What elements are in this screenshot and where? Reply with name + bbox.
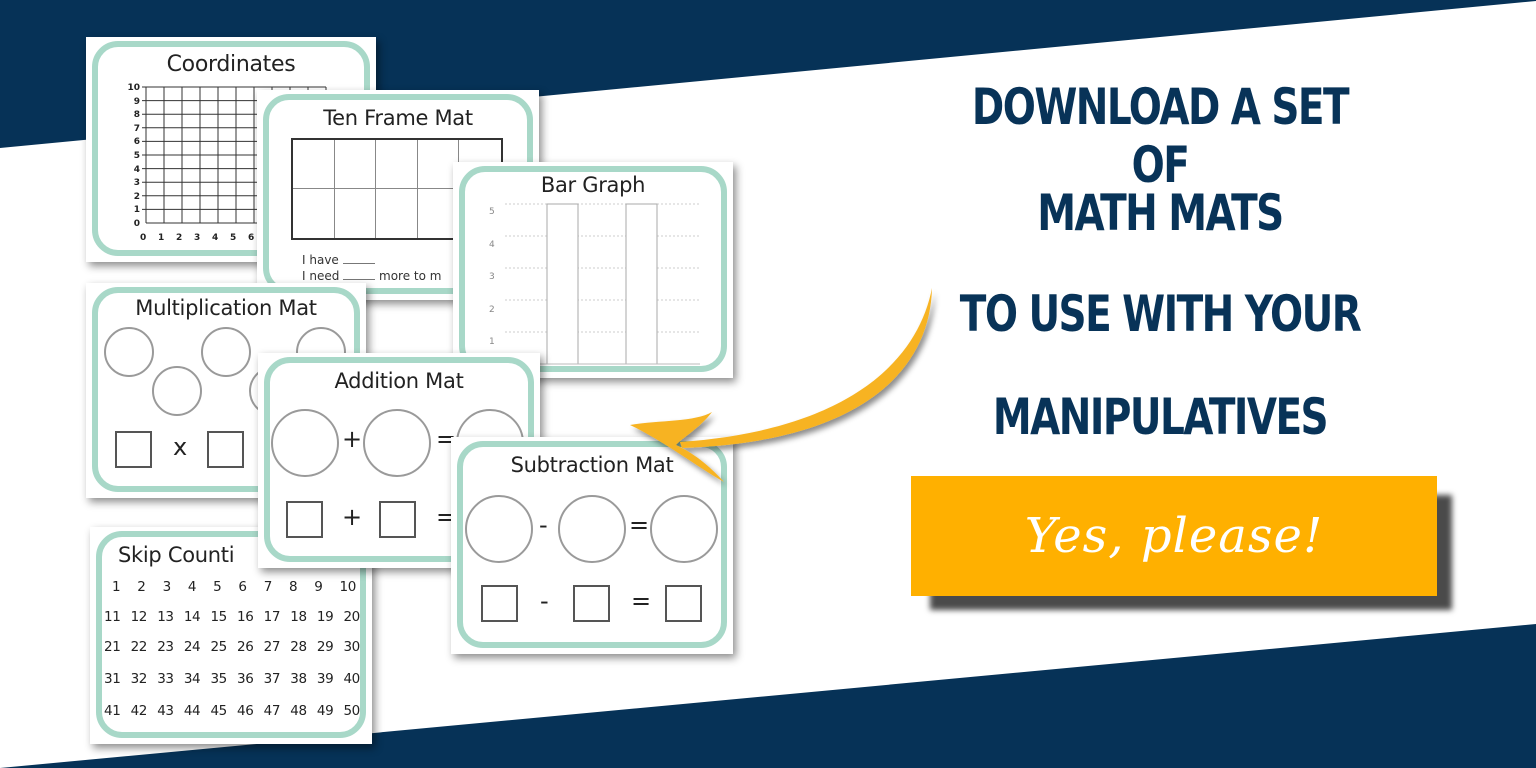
subtraction-mat: Subtraction Mat - = - = (451, 437, 733, 654)
mat-border (96, 531, 366, 738)
equals-operator: = (629, 511, 650, 539)
mat-title: Ten Frame Mat (323, 106, 473, 130)
equals-operator: = (631, 587, 652, 615)
counter-circle (152, 366, 202, 416)
i-have-line: I have (302, 253, 375, 267)
plus-operator: + (342, 425, 363, 453)
headline-line-2: Math Mats (1037, 184, 1284, 242)
difference-circle (650, 495, 718, 563)
bottom-navy-band (0, 624, 1536, 768)
mat-title: Bar Graph (540, 173, 646, 197)
addend-circle (363, 409, 431, 477)
counter-circle (104, 327, 154, 377)
x-axis-ticks: 0 1 2 3 4 5 6 (140, 233, 255, 243)
headline-line-4: Manipulatives (992, 388, 1329, 446)
curved-arrow-icon (630, 288, 932, 482)
answer-box (573, 585, 610, 622)
i-need-line: I need more to m (302, 269, 442, 283)
mat-title: Addition Mat (334, 369, 464, 393)
minus-operator: - (540, 587, 549, 615)
answer-box (481, 585, 518, 622)
mat-title: Coordinates (166, 52, 296, 77)
minuend-circle (465, 495, 533, 563)
plus-operator: + (342, 503, 363, 531)
bar-graph-y-ticks: 5 4 3 2 1 (489, 207, 495, 347)
mat-border (459, 166, 727, 372)
addend-circle (271, 409, 339, 477)
multiply-operator: x (173, 433, 188, 461)
counter-circle (201, 327, 251, 377)
answer-box (207, 431, 244, 468)
cta-label: Yes, please! (1024, 508, 1324, 564)
answer-box (379, 501, 416, 538)
bar-graph-plot (505, 203, 700, 365)
minus-operator: - (539, 511, 548, 539)
answer-box (286, 501, 323, 538)
bar-graph-mat: Bar Graph 5 4 3 2 1 (453, 162, 733, 378)
mat-title: Skip Counti (118, 543, 235, 567)
headline-line-3: to use with your (959, 285, 1362, 343)
answer-box (115, 431, 152, 468)
yes-please-button[interactable]: Yes, please! (911, 476, 1437, 596)
y-axis-ticks: 10 9 8 7 6 5 4 3 2 1 0 (127, 83, 140, 229)
mat-title: Multiplication Mat (135, 296, 317, 320)
headline-line-1: Download a set of (971, 78, 1350, 194)
mat-title: Subtraction Mat (510, 453, 674, 477)
subtrahend-circle (558, 495, 626, 563)
answer-box (665, 585, 702, 622)
